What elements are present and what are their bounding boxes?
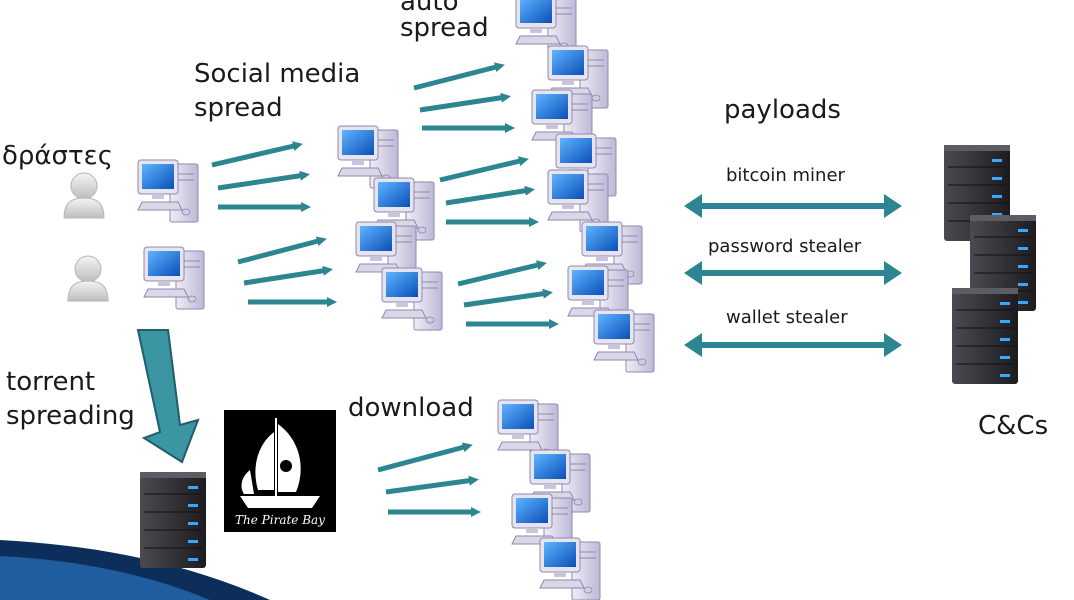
auto-spread-label-1: auto xyxy=(400,0,459,17)
cc-label: C&Cs xyxy=(978,411,1049,441)
torrent-label-1: torrent xyxy=(6,367,96,397)
pirate-bay-logo: The Pirate Bay xyxy=(224,410,336,532)
cc-server-icon xyxy=(951,287,1019,385)
password-stealer-label: password stealer xyxy=(708,236,862,257)
payloads-label: payloads xyxy=(724,95,841,125)
social-media-label-2: spread xyxy=(194,93,283,123)
bitcoin-miner-label: bitcoin miner xyxy=(726,165,845,186)
pc-icon xyxy=(539,537,601,600)
torrent-server-icon xyxy=(139,471,207,569)
torrent-label-2: spreading xyxy=(6,401,135,431)
wallet-stealer-label: wallet stealer xyxy=(726,307,848,328)
user-icon xyxy=(67,255,109,302)
download-label: download xyxy=(348,393,474,423)
pc-icon xyxy=(143,246,205,310)
auto-spread-label-2: spread xyxy=(400,13,489,43)
pc-icon xyxy=(137,159,199,223)
user-icon xyxy=(63,172,105,219)
torrent-arrow xyxy=(136,329,200,464)
pc-icon xyxy=(593,309,655,373)
actors-label: δράστες xyxy=(2,141,113,171)
pc-icon xyxy=(381,267,443,331)
payload-arrows xyxy=(684,194,902,357)
pirate-bay-text: The Pirate Bay xyxy=(235,513,325,527)
social-media-label-1: Social media xyxy=(194,59,361,89)
